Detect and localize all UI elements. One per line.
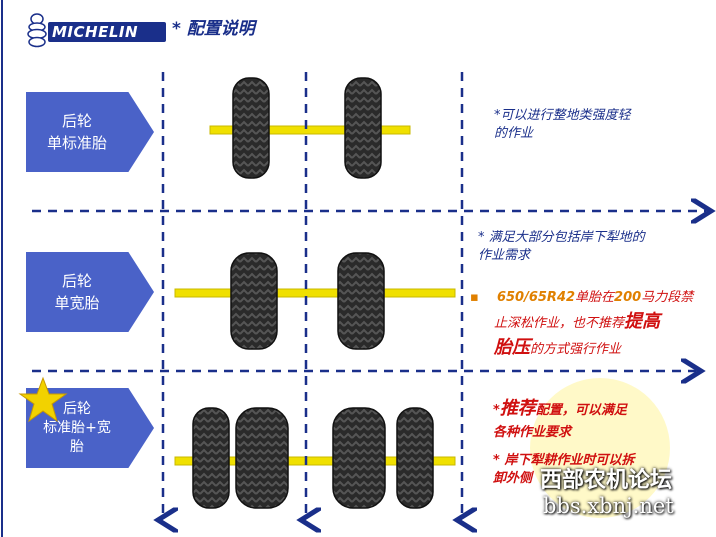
row2-note-a: * 满足大部分包括岸下犁地的 作业需求	[478, 230, 645, 263]
row1-label-arrow: 后轮 单标准胎	[26, 92, 154, 172]
star-icon	[18, 376, 68, 423]
axle-row2	[174, 288, 456, 298]
page-title: * 配置说明	[172, 19, 255, 39]
left-border-line	[1, 0, 3, 537]
logo-bar	[48, 22, 166, 42]
bibendum-icon	[27, 13, 47, 48]
row2-label: 后轮 单宽胎	[54, 272, 100, 312]
bullet-icon: ▪	[470, 290, 479, 305]
tire-row3-inner-left	[235, 407, 289, 509]
row1-note: *可以进行整地类强度轻 的作业	[494, 108, 631, 141]
tire-row1-right	[344, 77, 382, 179]
tire-row2-left	[230, 252, 278, 350]
axle-row1	[209, 125, 411, 135]
row2-label-arrow: 后轮 单宽胎	[26, 252, 154, 332]
tire-row3-outer-right	[396, 407, 434, 509]
highlight-circle	[530, 378, 670, 518]
tire-row3-outer-left	[192, 407, 230, 509]
row3-label: 后轮 标准胎+宽 胎	[43, 400, 111, 455]
watermark-title: 西部农机论坛	[540, 467, 673, 493]
tire-row1-left	[232, 77, 270, 179]
row3-note-a: *推荐配置，可以满足 各种作业要求	[493, 398, 627, 440]
logo-text: MICHELIN	[52, 23, 139, 41]
row1-label: 后轮 单标准胎	[46, 112, 107, 152]
axle-row3	[174, 456, 456, 466]
tire-row3-inner-right	[332, 407, 386, 509]
row2-note-b: ▪ 650/65R42单胎在200马力段禁 止深松作业，也不推荐提高 胎压的方式…	[470, 290, 694, 358]
watermark-url: bbs.xbnj.net	[543, 494, 674, 518]
row3-note-b: * 岸下犁耕作业时可以拆 卸外侧	[493, 453, 635, 486]
tire-spec: 650/65R42	[496, 290, 576, 305]
tire-row2-right	[337, 252, 385, 350]
